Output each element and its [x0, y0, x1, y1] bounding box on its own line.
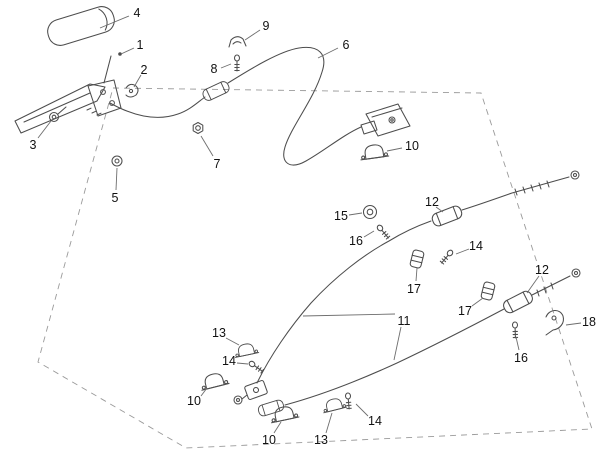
callout-17: 17 [407, 282, 421, 296]
callout-5: 5 [112, 191, 119, 205]
callout-leader-16 [363, 230, 375, 238]
callout-11: 11 [398, 314, 411, 328]
callout-leader-11 [302, 313, 396, 317]
hook-18 [545, 309, 564, 336]
callout-10: 10 [262, 433, 276, 447]
front-cable-adjuster [200, 79, 232, 103]
callout-leader-16 [515, 336, 520, 351]
callout-leader-13 [325, 412, 333, 434]
rear-cable-lower-threaded-end [531, 268, 581, 297]
rear-cable-upper-threaded-end [461, 170, 580, 211]
callout-1: 1 [137, 38, 144, 52]
callout-13: 13 [314, 433, 328, 447]
callout-7: 7 [214, 157, 221, 171]
front-cable-end-bracket [360, 103, 411, 137]
nut-7 [192, 121, 204, 135]
callout-16: 16 [514, 351, 528, 365]
callout-leader-13 [225, 337, 240, 346]
bolt-14-upper [439, 248, 455, 266]
bolt-14-bottom [344, 392, 353, 410]
clip-17-left [409, 248, 425, 270]
callout-16: 16 [349, 234, 363, 248]
callout-12: 12 [535, 263, 549, 277]
callout-leader-15 [348, 212, 363, 216]
washer-5 [111, 155, 123, 167]
callout-leader-4 [99, 15, 130, 29]
callout-leader-14 [236, 362, 249, 365]
perspective-plane [37, 87, 593, 449]
callout-leader-6 [317, 47, 339, 59]
callout-leader-17 [471, 297, 484, 307]
handbrake-lever-assembly [14, 6, 139, 167]
callout-leader-14 [355, 403, 369, 417]
callout-8: 8 [211, 62, 218, 76]
bolt-16-upper [375, 223, 391, 241]
callout-leader-10 [200, 387, 208, 397]
clip-17-right [480, 280, 496, 302]
callout-leader-18 [565, 322, 582, 326]
callout-12: 12 [425, 195, 439, 209]
front-cable-upper [227, 46, 362, 166]
callout-18: 18 [582, 315, 596, 329]
saddle-clip-10-left [198, 370, 230, 391]
rear-cable-assembly [233, 170, 581, 418]
callout-17: 17 [458, 304, 472, 318]
bolt-14-left [247, 359, 265, 375]
callout-4: 4 [134, 6, 141, 20]
callout-leader-2 [133, 74, 142, 88]
callout-3: 3 [30, 138, 37, 152]
callout-14: 14 [222, 354, 236, 368]
callout-6: 6 [343, 38, 350, 52]
callout-leader-12 [526, 275, 540, 294]
callout-14: 14 [469, 239, 483, 253]
lever-arm [14, 55, 112, 134]
callout-leader-9 [244, 29, 261, 41]
saddle-clip-10-upper [358, 142, 390, 161]
callout-14: 14 [368, 414, 382, 428]
callout-leader-10 [386, 147, 403, 152]
lever-pin-1 [118, 52, 122, 56]
callout-leader-8 [220, 63, 232, 69]
callout-13: 13 [212, 326, 226, 340]
handbrake-grip [47, 6, 115, 46]
callout-leader-11 [393, 326, 402, 361]
callout-10: 10 [405, 139, 419, 153]
clip-13-bottom [320, 395, 348, 414]
callout-leader-3 [37, 120, 52, 139]
pivot-bolt-3 [48, 106, 67, 123]
callout-leader-5 [115, 167, 118, 191]
ratchet-bracket [86, 79, 122, 117]
small-hardware [198, 204, 564, 424]
callout-leader-12 [435, 206, 444, 213]
rear-cable-adjuster-lower [501, 288, 535, 316]
callout-15: 15 [334, 209, 348, 223]
callout-leader-10 [273, 421, 282, 434]
bolt-8 [233, 54, 241, 72]
front-cable-assembly [109, 36, 411, 166]
callout-leader-17 [415, 267, 418, 282]
callout-leader-14 [455, 248, 470, 255]
front-cable [109, 96, 206, 118]
callout-leader-1 [120, 47, 135, 55]
grommet-15 [362, 204, 378, 220]
callout-10: 10 [187, 394, 201, 408]
clip-9 [228, 36, 247, 48]
rear-cable-upper [256, 220, 432, 384]
rear-cable-lower [284, 308, 505, 406]
callout-9: 9 [263, 19, 270, 33]
callout-2: 2 [141, 63, 148, 77]
bolt-16-lower [511, 321, 519, 339]
callout-leader-7 [200, 135, 214, 157]
clip-2 [125, 83, 139, 98]
equalizer-fittings [233, 380, 286, 418]
